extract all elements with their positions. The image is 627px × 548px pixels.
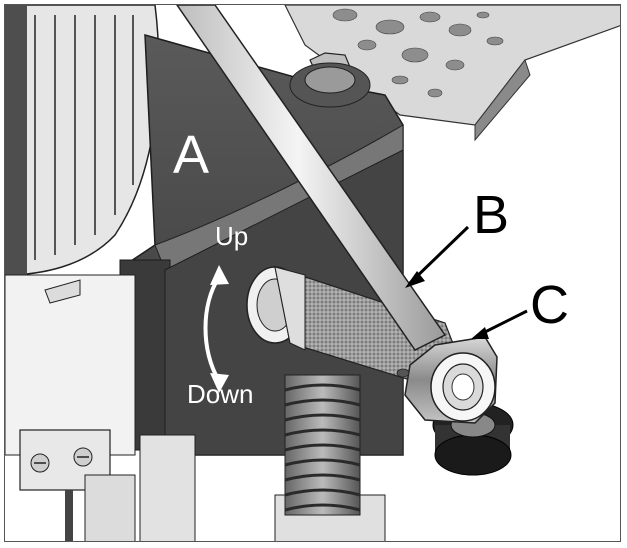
spring-column <box>274 374 386 541</box>
label-down: Down <box>187 379 253 409</box>
label-up: Up <box>215 221 248 251</box>
label-b: B <box>473 185 509 245</box>
label-a: A <box>173 125 209 185</box>
illustration-frame: A B C Up Down <box>4 4 621 542</box>
lower-bracket <box>5 274 196 541</box>
motor <box>5 5 160 276</box>
perforated-plate <box>284 5 620 142</box>
leader-lines <box>405 225 528 339</box>
label-c: C <box>530 275 569 335</box>
assembly-illustration: A B C Up Down <box>5 5 620 541</box>
hex-bolt <box>289 52 371 108</box>
socket-c <box>396 336 498 424</box>
bar-b <box>176 5 447 351</box>
rotation-arrow-icon <box>203 265 229 393</box>
